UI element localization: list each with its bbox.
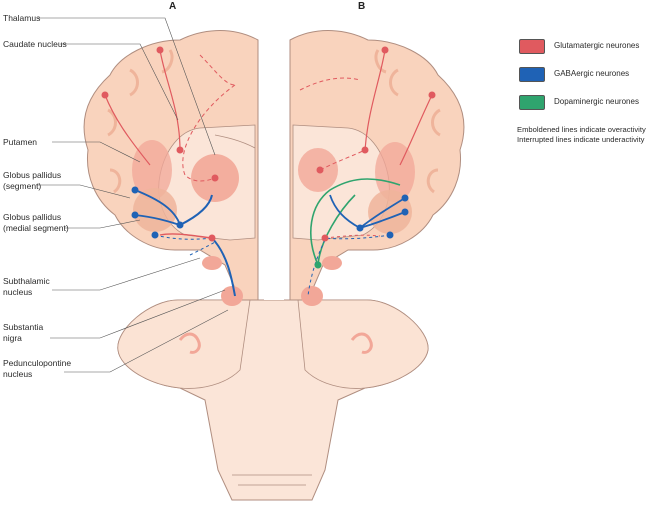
neuron-bodies-left bbox=[101, 46, 219, 242]
glutamatergic-pathway bbox=[299, 77, 361, 91]
glutamatergic-pathway bbox=[399, 94, 433, 166]
thalamus-label: Thalamus bbox=[3, 13, 41, 23]
glutamatergic-pathway bbox=[364, 49, 386, 151]
gabaergic-pathway bbox=[189, 241, 216, 256]
gabaergic-pathway bbox=[179, 194, 213, 226]
gabaergic-pathway bbox=[134, 189, 181, 226]
caudate-nucleus-label: Caudate nucleus bbox=[3, 39, 67, 49]
glutamatergic-pathway bbox=[199, 54, 236, 86]
globus-pallidus-medial-label-2: (medial segment) bbox=[3, 223, 69, 233]
globus-pallidus-medial-label-1: Globus pallidus bbox=[3, 212, 62, 222]
substantia-nigra-label-2: nigra bbox=[3, 333, 22, 343]
left-hemisphere bbox=[83, 30, 259, 306]
dopaminergic-pathway bbox=[317, 194, 356, 266]
pedunculopontine-nucleus-label-1: Pedunculopontine bbox=[3, 358, 72, 368]
globus-pallidus-segment-label-2: (segment) bbox=[3, 181, 42, 191]
gabaergic-pathway bbox=[324, 234, 391, 240]
globus-pallidus-segment-label-1: Globus pallidus bbox=[3, 170, 62, 180]
glutamatergic-swatch bbox=[519, 39, 545, 54]
gabaergic-swatch bbox=[519, 67, 545, 82]
gabaergic-pathway bbox=[211, 237, 236, 297]
glutamatergic-pathway bbox=[319, 149, 366, 171]
legend-note-overactivity: Emboldened lines indicate overactivity bbox=[517, 125, 646, 134]
glutamatergic-pathway bbox=[182, 84, 236, 182]
leader-lines bbox=[36, 17, 229, 373]
legend-label: Dopaminergic neurones bbox=[554, 97, 639, 106]
legend-label: GABAergic neurones bbox=[554, 69, 630, 78]
right-hemisphere bbox=[289, 30, 465, 306]
pathways-left bbox=[104, 49, 236, 297]
dopaminergic-swatch bbox=[519, 95, 545, 110]
putamen-label: Putamen bbox=[3, 137, 38, 147]
legend-label: Glutamatergic neurones bbox=[554, 41, 640, 50]
subthalamic-nucleus-label-1: Subthalamic bbox=[3, 276, 50, 286]
gabaergic-pathway bbox=[329, 194, 361, 229]
gabaergic-pathway bbox=[307, 239, 326, 297]
glutamatergic-pathway bbox=[159, 233, 213, 239]
panel-label-a: A bbox=[169, 1, 177, 12]
neuron-bodies-right bbox=[314, 46, 436, 269]
glutamatergic-pathway bbox=[104, 94, 151, 166]
brainstem bbox=[117, 299, 429, 501]
substantia-nigra-label-1: Substantia bbox=[3, 322, 44, 332]
glutamatergic-pathway bbox=[159, 49, 181, 151]
subthalamic-nucleus-label-2: nucleus bbox=[3, 287, 33, 297]
glutamatergic-pathway bbox=[324, 234, 381, 239]
dopaminergic-pathway bbox=[310, 178, 401, 266]
panel-label-b: B bbox=[358, 1, 366, 12]
pedunculopontine-nucleus-label-2: nucleus bbox=[3, 369, 33, 379]
legend-note-underactivity: Interrupted lines indicate underactivity bbox=[517, 135, 645, 144]
